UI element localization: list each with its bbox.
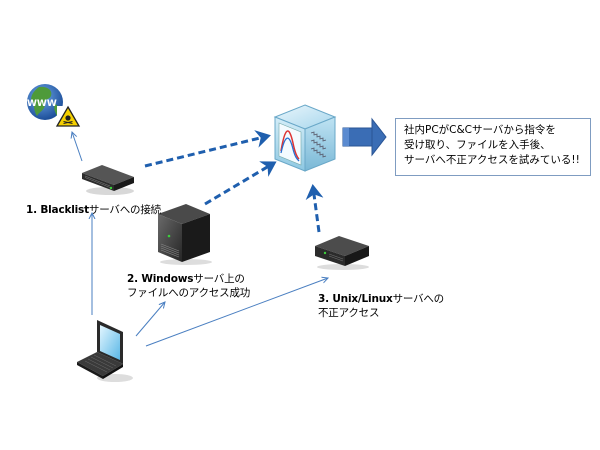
cnc-server-node <box>271 103 339 173</box>
callout-box: 社内PCがC&Cサーバから指令を 受け取り、ファイルを入手後、 サーバへ不正アク… <box>395 118 591 176</box>
block-arrow-to-callout <box>342 117 387 157</box>
www-globe-hazard-icon: WWW <box>27 84 81 128</box>
step2-text-line2: ファイルへのアクセス成功 <box>127 287 251 299</box>
step2-text-line1: サーバ上の <box>193 273 245 285</box>
step2-number: 2. Windows <box>127 273 194 285</box>
step3-number: 3. Unix/Linux <box>318 293 393 305</box>
step1-text: サーバへの接続 <box>88 204 161 216</box>
dashed-arrow-gateway-to-cnc <box>144 130 271 168</box>
network-switch-icon <box>82 165 134 195</box>
dashed-arrow-windows-to-cnc <box>204 161 277 206</box>
callout-line-1: 社内PCがC&Cサーバから指令を <box>404 124 556 136</box>
cnc-server-cube-icon <box>273 104 337 172</box>
dashed-arrow-unix-to-cnc <box>305 184 324 233</box>
windows-server-node <box>152 200 214 266</box>
callout-line-3: サーバへ不正アクセスを試みている!! <box>404 154 580 166</box>
blacklist-site-node: WWW <box>25 82 87 132</box>
thin-arrow-gateway-to-www <box>72 132 83 162</box>
rack-server-icon <box>315 236 369 270</box>
thin-arrow-laptop-to-windows <box>135 302 165 337</box>
unix-server-node <box>311 232 371 272</box>
internal-pc-node <box>75 318 135 384</box>
callout-line-2: 受け取り、ファイルを入手後、 <box>404 139 551 151</box>
gateway-node <box>80 163 136 197</box>
step3-label: 3. Unix/Linuxサーバへの 不正アクセス <box>318 292 444 320</box>
svg-text:WWW: WWW <box>27 99 57 109</box>
tower-server-icon <box>158 204 212 265</box>
step3-text-line2: 不正アクセス <box>318 307 380 319</box>
step2-label: 2. Windowsサーバ上の ファイルへのアクセス成功 <box>127 272 250 300</box>
thin-arrow-laptop-to-unix <box>145 278 328 347</box>
step3-text-line1: サーバへの <box>392 293 445 305</box>
laptop-icon <box>77 320 133 382</box>
step1-number: 1. Blacklist <box>26 204 89 216</box>
step1-label: 1. Blacklistサーバへの接続 <box>26 203 161 217</box>
